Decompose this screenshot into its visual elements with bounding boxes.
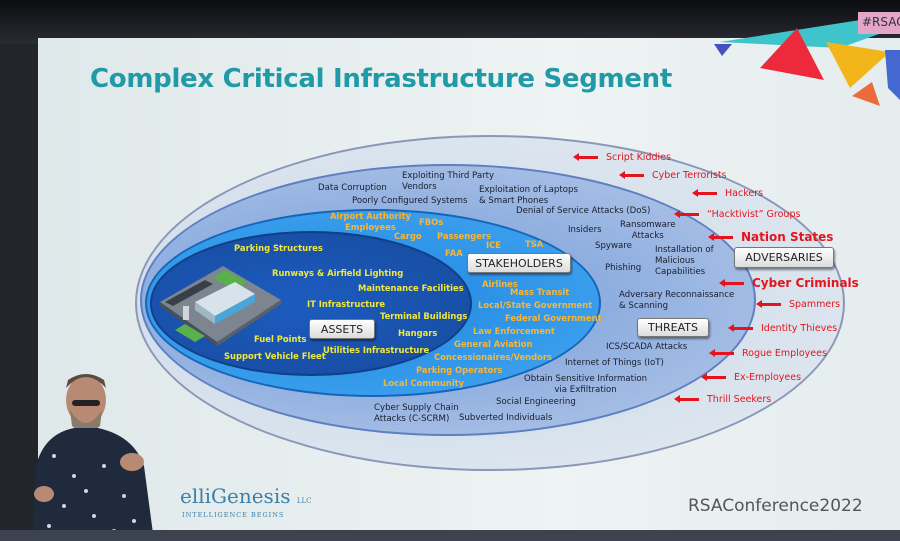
asset-item: Support Vehicle Fleet bbox=[224, 351, 326, 361]
adversary-item: Rogue Employees bbox=[709, 348, 827, 359]
stakeholder-item: Local Community bbox=[383, 378, 465, 388]
adversary-text: Spammers bbox=[789, 299, 841, 310]
adversary-item: Ex-Employees bbox=[701, 372, 802, 383]
threat-item: Exploitation of Laptops & Smart Phones bbox=[479, 185, 578, 207]
adversary-item: Spammers bbox=[756, 299, 841, 310]
stakeholder-item: Cargo bbox=[394, 231, 422, 241]
threats-label: THREATS bbox=[637, 318, 709, 337]
adversary-text: Hackers bbox=[725, 188, 764, 199]
arrow-left-icon bbox=[674, 395, 699, 403]
conference-brand: RSAConference2022 bbox=[688, 496, 863, 516]
threat-item: Insiders bbox=[568, 225, 602, 235]
asset-item: Fuel Points bbox=[254, 334, 307, 344]
threat-item: Ransomware Attacks bbox=[620, 220, 676, 242]
presenter-silhouette bbox=[32, 374, 154, 541]
asset-item: Terminal Buildings bbox=[380, 311, 468, 321]
stakeholder-item: Airport Authority Employees bbox=[330, 211, 411, 232]
assets-label: ASSETS bbox=[309, 319, 375, 339]
asset-item: Runways & Airfield Lighting bbox=[272, 268, 404, 278]
stakeholder-item: Parking Operators bbox=[416, 365, 503, 375]
stakeholder-item: Passengers bbox=[437, 231, 491, 241]
stage-curtain bbox=[0, 0, 900, 44]
arrow-left-icon bbox=[709, 349, 734, 357]
adversary-text: Thrill Seekers bbox=[707, 394, 772, 405]
airport-illustration bbox=[160, 266, 281, 346]
arrow-left-icon bbox=[719, 278, 744, 287]
stakeholder-item: Mass Transit bbox=[510, 287, 570, 297]
adversary-item: “Hacktivist” Groups bbox=[674, 209, 801, 220]
threat-item: Cyber Supply Chain Attacks (C-SCRM) bbox=[374, 403, 459, 425]
stakeholder-item: General Aviation bbox=[454, 339, 533, 349]
asset-item: Maintenance Facilities bbox=[358, 283, 464, 293]
adversary-item: Cyber Criminals bbox=[719, 276, 859, 290]
adversary-item: Thrill Seekers bbox=[674, 394, 772, 405]
stakeholder-item: Concessionaires/Vendors bbox=[434, 352, 552, 362]
threat-item: Phishing bbox=[605, 263, 642, 273]
adversary-item: Cyber Terrorists bbox=[619, 170, 727, 181]
threat-item: ICS/SCADA Attacks bbox=[606, 342, 688, 352]
logo-text: elliGenesis bbox=[180, 484, 291, 508]
arrow-left-icon bbox=[701, 373, 726, 381]
arrow-left-icon bbox=[573, 153, 598, 161]
logo-suffix: LLC bbox=[296, 497, 312, 505]
asset-item: Utilities Infrastructure bbox=[323, 345, 430, 355]
stakeholder-item: ICE bbox=[486, 240, 501, 250]
threat-item: Installation of Malicious Capabilities bbox=[655, 245, 714, 278]
threat-item: Obtain Sensitive Information via Exfiltr… bbox=[524, 374, 648, 396]
threat-item: Denial of Service Attacks (DoS) bbox=[516, 206, 651, 216]
adversary-text: Ex-Employees bbox=[734, 372, 802, 383]
adversary-text: Nation States bbox=[741, 230, 834, 244]
stakeholder-item: Law Enforcement bbox=[473, 326, 555, 336]
asset-item: Hangars bbox=[398, 328, 438, 338]
adversaries-label: ADVERSARIES bbox=[734, 247, 834, 268]
stakeholder-item: TSA bbox=[525, 239, 544, 249]
adversary-item: Hackers bbox=[692, 188, 764, 199]
adversary-item: Script Kiddies bbox=[573, 152, 671, 163]
stakeholder-item: FBOs bbox=[419, 217, 444, 227]
threat-item: Exploiting Third Party Vendors bbox=[402, 171, 495, 193]
stakeholders-label: STAKEHOLDERS bbox=[467, 253, 571, 273]
adversary-text: Cyber Terrorists bbox=[652, 170, 727, 181]
threat-item: Social Engineering bbox=[496, 397, 576, 407]
arrow-left-icon bbox=[674, 210, 699, 218]
arrow-left-icon bbox=[708, 232, 733, 241]
stakeholder-item: FAA bbox=[445, 248, 463, 258]
threat-item: Spyware bbox=[595, 241, 632, 251]
threat-item: Data Corruption bbox=[318, 183, 387, 193]
adversary-text: Cyber Criminals bbox=[752, 276, 859, 290]
adversary-item: Nation States bbox=[708, 230, 834, 244]
adversary-text: Identity Thieves bbox=[761, 323, 838, 334]
stage-floor bbox=[0, 530, 900, 541]
asset-item: Parking Structures bbox=[234, 243, 323, 253]
threat-item: Internet of Things (IoT) bbox=[565, 358, 664, 368]
arrow-left-icon bbox=[756, 300, 781, 308]
asset-item: IT Infrastructure bbox=[307, 299, 386, 309]
arrow-left-icon bbox=[619, 171, 644, 179]
stakeholder-item: Local/State Government bbox=[478, 300, 593, 310]
logo-tagline: INTELLIGENCE BEGINS bbox=[182, 511, 285, 519]
company-logo: elliGenesis LLC bbox=[180, 484, 312, 508]
arrow-left-icon bbox=[728, 324, 753, 332]
slide-title: Complex Critical Infrastructure Segment bbox=[90, 64, 672, 94]
threat-item: Adversary Reconnaissance & Scanning bbox=[619, 290, 735, 312]
adversary-item: Identity Thieves bbox=[728, 323, 838, 334]
hashtag-badge: #RSAC bbox=[858, 12, 900, 34]
stakeholder-item: Airlines bbox=[482, 279, 518, 289]
rsac-decorative-triangles bbox=[714, 20, 900, 106]
adversary-text: “Hacktivist” Groups bbox=[707, 209, 801, 220]
arrow-left-icon bbox=[692, 189, 717, 197]
adversary-text: Script Kiddies bbox=[606, 152, 671, 163]
threat-item: Poorly Configured Systems bbox=[352, 196, 468, 206]
stakeholder-item: Federal Government bbox=[505, 313, 602, 323]
adversary-text: Rogue Employees bbox=[742, 348, 827, 359]
threat-item: Subverted Individuals bbox=[459, 413, 553, 423]
